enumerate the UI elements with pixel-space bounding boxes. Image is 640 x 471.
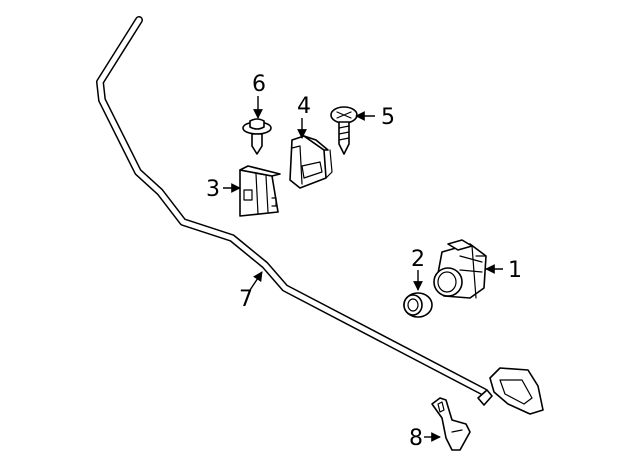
- screw-part: [330, 106, 358, 155]
- mounting-bracket: [289, 135, 333, 189]
- callout-5: 5: [381, 105, 395, 130]
- callout-7: 7: [239, 287, 253, 312]
- clip-part: [431, 397, 471, 451]
- callout-2: 2: [411, 247, 425, 272]
- callout-1: 1: [508, 258, 522, 283]
- wiring-harness: [96, 16, 544, 415]
- bezel-ring: [403, 292, 433, 318]
- callout-8: 8: [409, 426, 423, 451]
- bracket-block: [239, 165, 281, 217]
- leader-lines: [223, 96, 503, 442]
- camera-part: [433, 239, 487, 299]
- callout-6: 6: [252, 72, 266, 97]
- leader-7: [249, 271, 263, 291]
- callout-labels: 6 4 5 3 2 1 7 8: [206, 72, 522, 451]
- callout-3: 3: [206, 177, 220, 202]
- push-rivet: [242, 118, 272, 155]
- callout-4: 4: [297, 94, 311, 119]
